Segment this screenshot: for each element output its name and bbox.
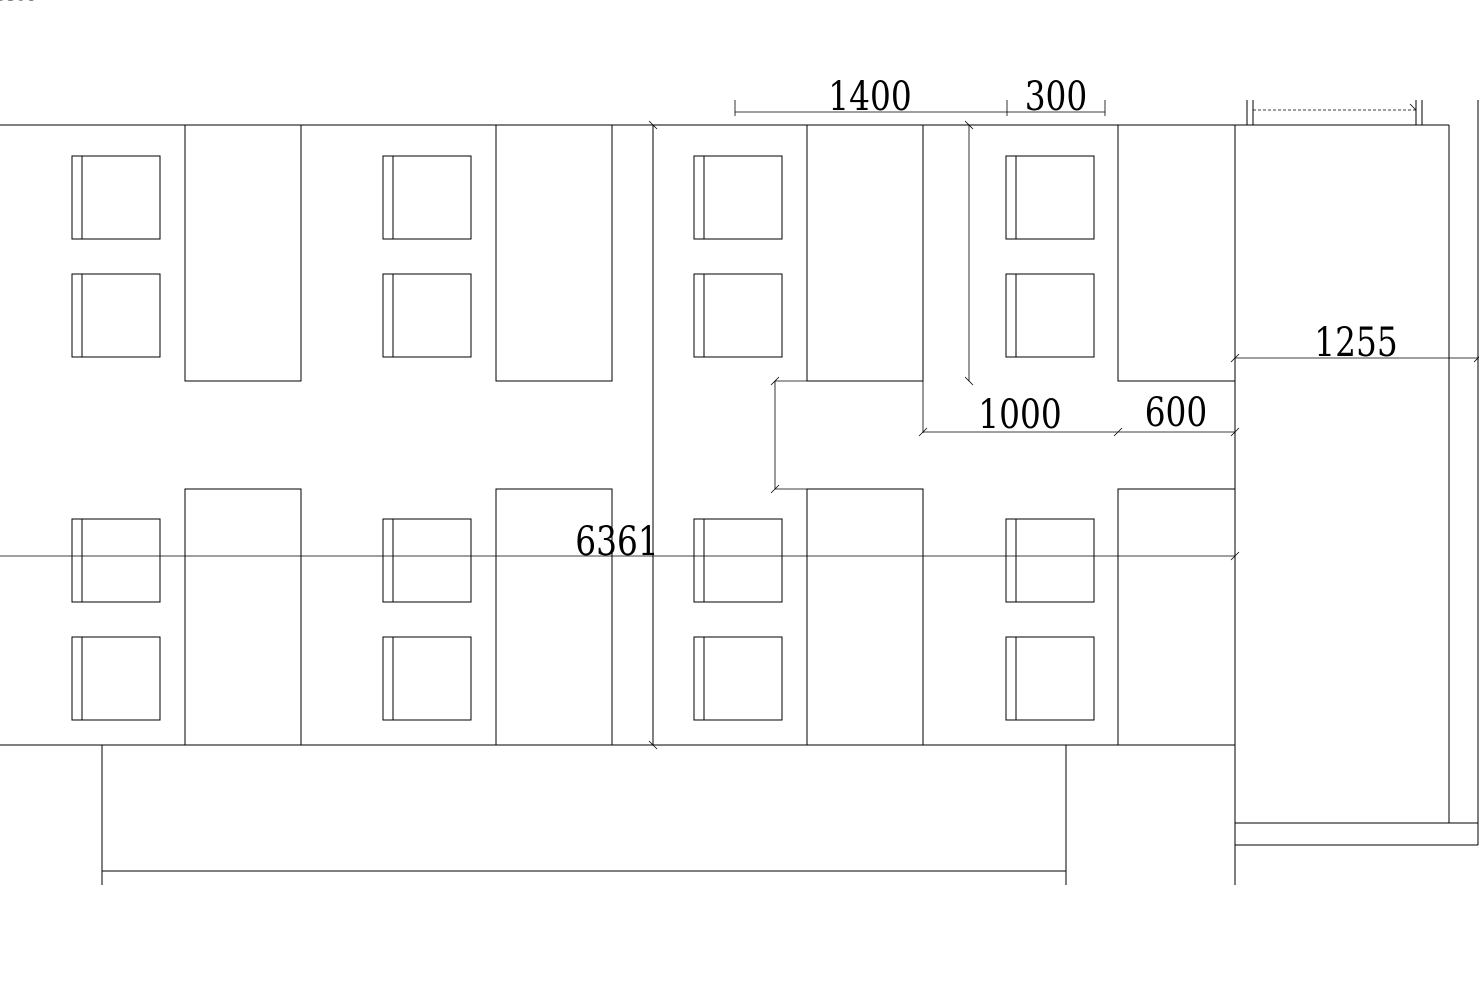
- dimension-3380: 3380: [0, 0, 42, 10]
- desk: [806, 124, 924, 382]
- chair: [382, 518, 472, 603]
- dimension-label-600: 600: [1145, 389, 1208, 436]
- dimension-label-3380: 3380: [0, 0, 42, 10]
- chair: [71, 155, 161, 240]
- dimension-vertical-1400: 1400: [0, 0, 974, 386]
- chair: [1005, 155, 1095, 240]
- dimension-label-top-1400: 1400: [828, 73, 911, 120]
- dimension-label-1000: 1000: [978, 391, 1061, 438]
- dimension-label-580: 580: [0, 0, 31, 10]
- chair: [71, 273, 161, 358]
- desk-group-top: [184, 124, 1236, 382]
- partition: [648, 120, 658, 750]
- dimension-label-6361: 6361: [575, 518, 658, 565]
- chair: [382, 636, 472, 721]
- desk-group-bottom: [184, 488, 1236, 746]
- dimension-label-top-300: 300: [1025, 73, 1088, 120]
- bottom-bench: [101, 745, 1067, 885]
- chair: [71, 636, 161, 721]
- chair-group: [71, 155, 1095, 721]
- chair: [1005, 636, 1095, 721]
- desk: [184, 488, 302, 746]
- dimension-580: 580: [0, 0, 807, 494]
- chair: [693, 636, 783, 721]
- chair: [693, 155, 783, 240]
- dimension-1000-600: 1000 600: [918, 380, 1240, 438]
- chair: [1005, 273, 1095, 358]
- dimension-label-1255: 1255: [1314, 319, 1397, 366]
- room-outline: [0, 100, 1479, 885]
- dimension-1255: 1255: [1230, 319, 1479, 366]
- desk: [1117, 488, 1236, 746]
- desk: [184, 124, 302, 382]
- desk: [495, 124, 613, 382]
- chair: [71, 518, 161, 603]
- chair: [693, 273, 783, 358]
- desk: [1117, 124, 1236, 382]
- dimension-label-1400: 1400: [0, 0, 42, 10]
- chair: [382, 155, 472, 240]
- desk: [806, 488, 924, 746]
- door-opening: [1246, 100, 1423, 125]
- dimension-top: 1400 300: [734, 73, 1106, 120]
- chair: [382, 273, 472, 358]
- chair: [693, 518, 783, 603]
- desk: [495, 488, 613, 746]
- chair: [1005, 518, 1095, 603]
- dimension-6361: 6361: [0, 518, 1240, 565]
